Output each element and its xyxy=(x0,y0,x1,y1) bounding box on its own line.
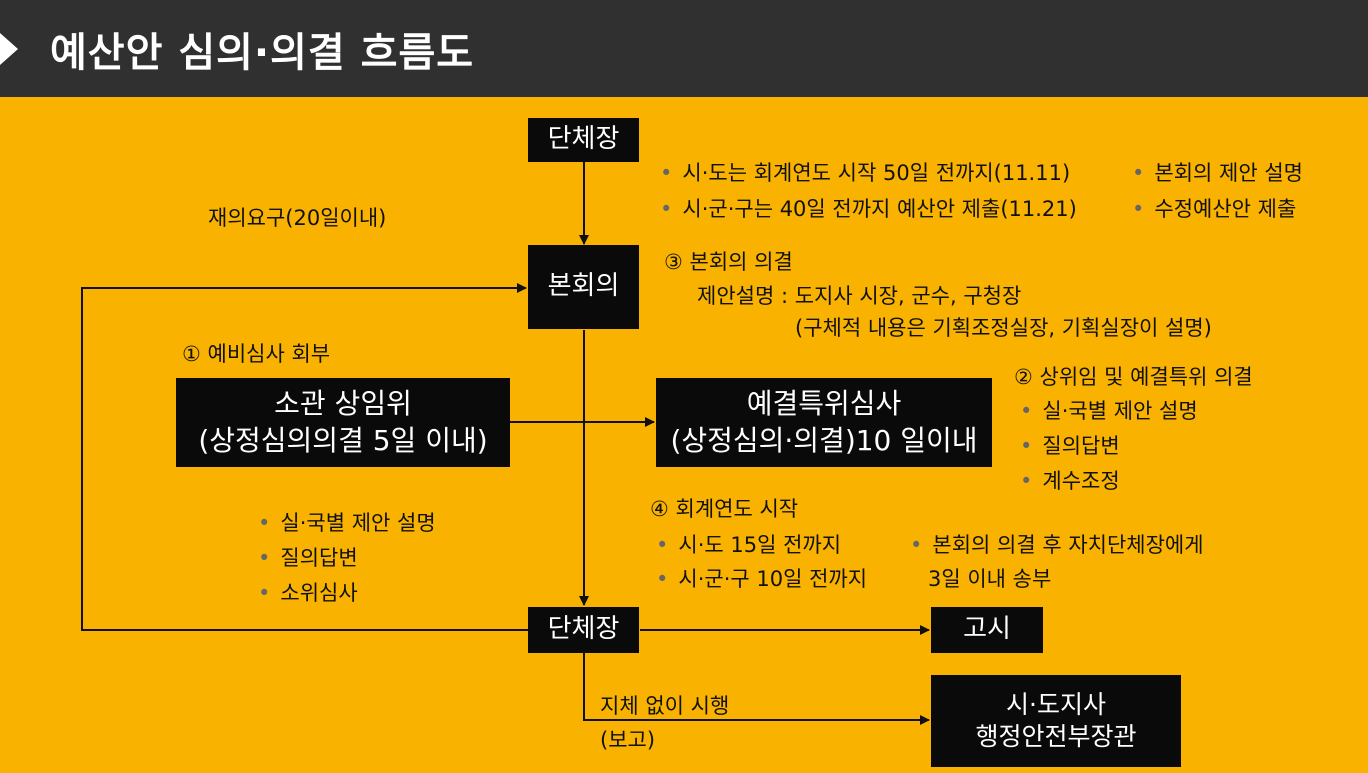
submission-note-2: 시·군·구는 40일 전까지 예산안 제출(11.21) xyxy=(660,197,1076,222)
step2-item-3: 계수조정 xyxy=(1020,469,1119,494)
arrow-head-to-governor xyxy=(583,653,930,725)
notice-label: 고시 xyxy=(963,614,1011,645)
step4-title: ④ 회계연도 시작 xyxy=(650,497,799,521)
plenary-box: 본회의 xyxy=(528,245,639,329)
step1-title: ① 예비심사 회부 xyxy=(182,342,331,366)
standing-item-1: 실·국별 제안 설명 xyxy=(258,511,435,536)
reconsideration-label: 재의요구(20일이내) xyxy=(208,206,387,230)
standing-item-3: 소위심사 xyxy=(258,581,357,606)
plenary-explain-note-2: 수정예산안 제출 xyxy=(1132,197,1296,222)
execute-line1: 지체 없이 시행 xyxy=(600,694,730,718)
submission-note-1: 시·도는 회계연도 시작 50일 전까지(11.11) xyxy=(660,161,1070,186)
step3-title: ③ 본회의 의결 xyxy=(664,250,793,274)
head-bottom-label: 단체장 xyxy=(547,614,620,645)
step3-line2: (구체적 내용은 기획조정실장, 기획실장이 설명) xyxy=(795,316,1212,340)
budget-committee-line2: (상정심의·의결)10 일이내 xyxy=(670,423,978,457)
head-top-label: 단체장 xyxy=(547,124,620,155)
head-bottom-box: 단체장 xyxy=(528,607,639,653)
notice-box: 고시 xyxy=(931,607,1043,653)
budget-committee-box: 예결특위심사 (상정심의·의결)10 일이내 xyxy=(656,378,992,467)
standing-item-2: 질의답변 xyxy=(258,546,357,571)
governor-minister-box: 시·도지사 행정안전부장관 xyxy=(931,675,1181,767)
loop-reconsideration xyxy=(81,283,528,631)
step2-item-1: 실·국별 제안 설명 xyxy=(1020,399,1197,424)
head-top-box: 단체장 xyxy=(528,118,639,162)
header-bar: 예산안 심의·의결 흐름도 xyxy=(0,0,1368,97)
standing-committee-line2: (상정심의의결 5일 이내) xyxy=(198,423,488,457)
step4-item-1: 시·도 15일 전까지 xyxy=(656,533,841,558)
step2-title: ② 상위임 및 예결특위 의결 xyxy=(1014,365,1253,389)
page-title: 예산안 심의·의결 흐름도 xyxy=(50,30,475,76)
step3-line1: 제안설명 : 도지사 시장, 군수, 구청장 xyxy=(697,284,1022,308)
standing-committee-box: 소관 상임위 (상정심의의결 5일 이내) xyxy=(176,378,510,467)
step4-note-line2: 3일 이내 송부 xyxy=(928,567,1052,591)
governor-line1: 시·도지사 xyxy=(1006,689,1106,719)
execute-line2: (보고) xyxy=(600,728,656,752)
step4-item-2: 시·군·구 10일 전까지 xyxy=(656,567,867,592)
play-arrow-icon xyxy=(0,33,18,65)
plenary-label: 본회의 xyxy=(547,271,620,302)
governor-line2: 행정안전부장관 xyxy=(975,722,1137,751)
budget-committee-line1: 예결특위심사 xyxy=(746,387,902,421)
standing-committee-line1: 소관 상임위 xyxy=(274,387,412,421)
step2-item-2: 질의답변 xyxy=(1020,434,1119,459)
plenary-explain-note-1: 본회의 제안 설명 xyxy=(1132,161,1303,186)
step4-note-line1: 본회의 의결 후 자치단체장에게 xyxy=(910,533,1203,558)
